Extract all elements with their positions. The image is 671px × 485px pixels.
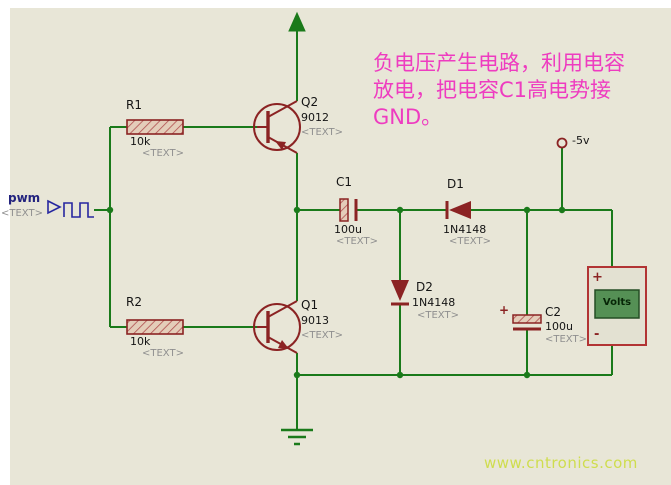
resistor-r2-symbol xyxy=(126,319,184,335)
annotation-line-1: 负电压产生电路，利用电容 xyxy=(373,51,625,75)
d1-reference: D1 xyxy=(447,177,464,191)
diode-d2-symbol xyxy=(391,280,409,306)
resistor-r1-symbol xyxy=(126,119,184,135)
annotation-text: 负电压产生电路，利用电容 放电，把电容C1高电势接 GND。 xyxy=(373,50,625,131)
voltmeter-plus-mark: + xyxy=(592,270,603,285)
power-terminal-icon xyxy=(556,137,568,149)
d2-text-placeholder: <TEXT> xyxy=(417,310,459,321)
q1-text-placeholder: <TEXT> xyxy=(301,330,343,341)
q2-text-placeholder: <TEXT> xyxy=(301,127,343,138)
annotation-line-2: 放电，把电容C1高电势接 xyxy=(373,78,612,102)
ground-icon xyxy=(281,428,313,446)
q1-value: 9013 xyxy=(301,314,329,327)
r1-reference: R1 xyxy=(126,98,142,112)
r2-reference: R2 xyxy=(126,295,142,309)
c2-value: 100u xyxy=(545,320,573,333)
pwm-source-label: pwm xyxy=(8,191,41,205)
c1-text-placeholder: <TEXT> xyxy=(336,236,378,247)
d1-text-placeholder: <TEXT> xyxy=(449,236,491,247)
transistor-q1-symbol xyxy=(253,300,301,354)
annotation-line-3: GND。 xyxy=(373,105,443,129)
capacitor-c2-symbol xyxy=(512,314,542,331)
schematic-panel xyxy=(10,8,671,485)
diode-d1-symbol xyxy=(445,201,471,219)
voltmeter-symbol xyxy=(587,266,647,346)
c2-polarity-mark: + xyxy=(499,303,510,317)
power-arrow-icon xyxy=(288,11,306,32)
voltmeter-display-label: Volts xyxy=(602,297,632,308)
pwm-text-placeholder: <TEXT> xyxy=(1,208,43,219)
r2-value: 10k xyxy=(130,335,151,348)
neg5v-terminal-label: -5v xyxy=(572,134,590,147)
c1-reference: C1 xyxy=(336,175,353,189)
r2-text-placeholder: <TEXT> xyxy=(142,348,184,359)
transistor-q2-symbol xyxy=(253,100,301,154)
pwm-generator-icon xyxy=(47,199,94,218)
c1-value: 100u xyxy=(334,223,362,236)
voltmeter-minus-mark: - xyxy=(594,327,600,342)
capacitor-c1-symbol xyxy=(339,198,358,222)
q1-reference: Q1 xyxy=(301,298,319,312)
r1-value: 10k xyxy=(130,135,151,148)
d2-reference: D2 xyxy=(416,280,433,294)
d1-value: 1N4148 xyxy=(443,223,487,236)
d2-value: 1N4148 xyxy=(412,296,456,309)
c2-reference: C2 xyxy=(545,305,562,319)
r1-text-placeholder: <TEXT> xyxy=(142,148,184,159)
watermark: www.cntronics.com xyxy=(484,454,638,472)
junction-dots xyxy=(106,206,566,379)
q2-reference: Q2 xyxy=(301,95,319,109)
c2-text-placeholder: <TEXT> xyxy=(545,334,587,345)
q2-value: 9012 xyxy=(301,111,329,124)
